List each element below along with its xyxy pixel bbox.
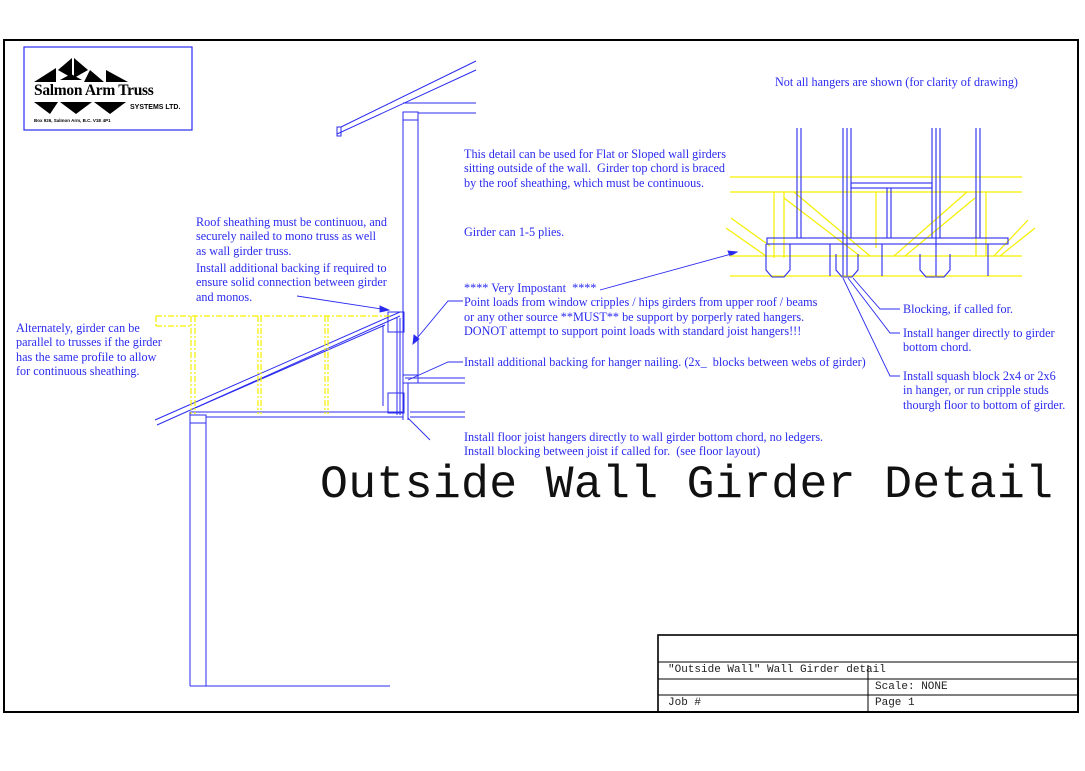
girder-elevation [725, 128, 1036, 377]
note-line: bottom chord. [903, 340, 972, 355]
logo-name: Salmon Arm Truss [34, 82, 154, 99]
note-additional-backing: Install additional backing if required t… [196, 261, 387, 304]
note-line: or any other source **MUST** be support … [464, 309, 805, 324]
logo-address: Box 926, Salmon Arm, B.C. V1E 4P1 [34, 118, 111, 123]
note-line: Alternately, girder can be [16, 321, 140, 335]
note-this-detail: This detail can be used for Flat or Slop… [464, 147, 726, 190]
title-block-page: Page 1 [875, 697, 915, 709]
note-line: Install floor joist hangers directly to … [464, 430, 824, 444]
note-line: as wall girder truss. [196, 243, 292, 258]
logo-truss-icon [34, 58, 128, 114]
note-line: Install blocking between joist if called… [464, 444, 761, 459]
note-line: Install hanger directly to girder [903, 326, 1055, 340]
alternate-girder-outline [155, 315, 392, 414]
note-line: Roof sheathing must be continuou, and [196, 215, 387, 229]
note-line: Install additional backing if required t… [196, 261, 387, 275]
note-line: and monos. [196, 289, 253, 304]
note-hanger-backing: Install additional backing for hanger na… [464, 355, 866, 369]
title-block-description: "Outside Wall" Wall Girder detail [668, 664, 886, 676]
leader-lines [296, 250, 739, 441]
note-line: **** Very Impostant **** [464, 281, 597, 295]
note-blocking: Blocking, if called for. [903, 302, 1013, 316]
sheet-border [3, 39, 1079, 713]
wall-section [154, 60, 477, 687]
drawing-title: Outside Wall Girder Detail [320, 458, 1054, 511]
logo-subtitle: SYSTEMS LTD. [130, 104, 181, 111]
note-line: DONOT attempt to support point loads wit… [464, 324, 802, 339]
note-line: thourgh floor to bottom of girder. [903, 397, 1066, 412]
note-line: in hanger, or run cripple studs [903, 383, 1049, 398]
note-girder-plies: Girder can 1-5 plies. [464, 225, 565, 239]
logo-box [23, 46, 193, 131]
note-line: has the same profile to allow [16, 349, 157, 364]
note-line: Point loads from window cripples / hips … [464, 295, 818, 310]
note-very-important: **** Very Impostant ****Point loads from… [464, 281, 817, 339]
note-line: for continuous sheathing. [16, 364, 140, 379]
note-line: sitting outside of the wall. Girder top … [464, 161, 725, 176]
title-block-scale: Scale: NONE [875, 681, 948, 693]
title-block [657, 634, 1079, 713]
title-block-job: Job # [668, 697, 702, 709]
note-line: parallel to trusses if the girder [16, 335, 162, 350]
note-line: ensure solid connection between girder [196, 275, 387, 290]
note-line: Install squash block 2x4 or 2x6 [903, 369, 1056, 383]
note-line: by the roof sheathing, which must be con… [464, 175, 704, 190]
note-line: This detail can be used for Flat or Slop… [464, 147, 726, 161]
note-not-all-hangers: Not all hangers are shown (for clarity o… [775, 75, 1018, 89]
note-line: securely nailed to mono truss as well [196, 229, 377, 244]
note-floor-joist: Install floor joist hangers directly to … [464, 430, 823, 459]
